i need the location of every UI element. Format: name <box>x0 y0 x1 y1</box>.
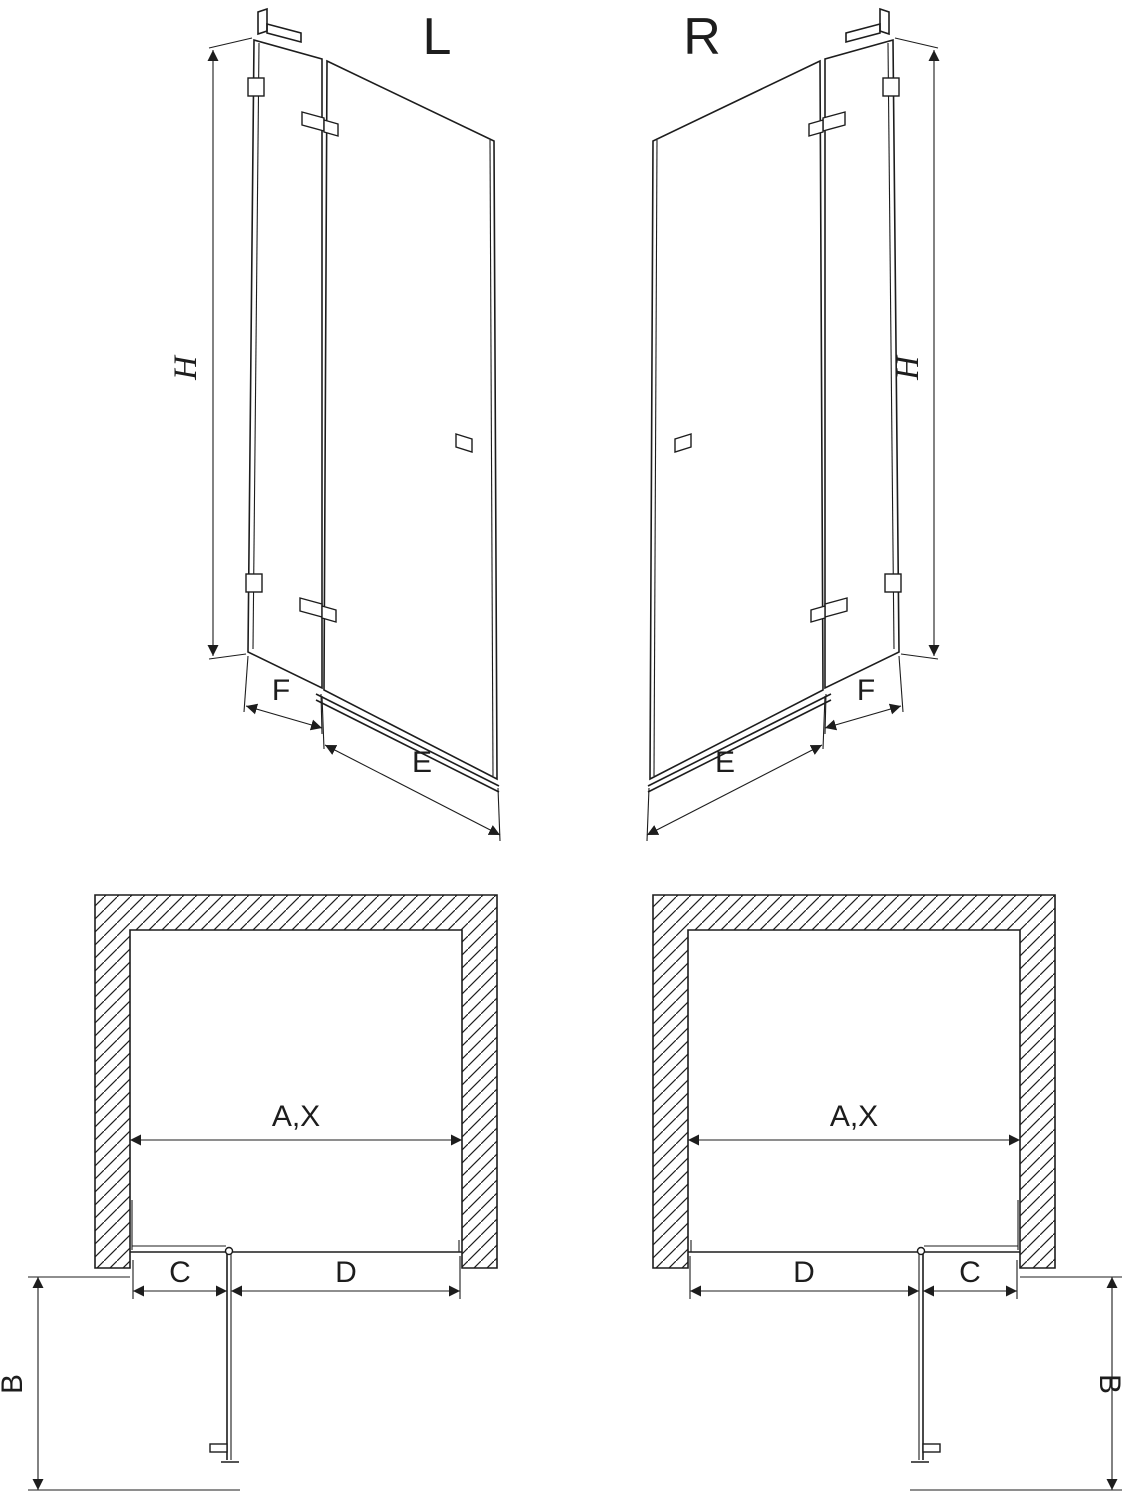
dimension-fixed-width-right: F <box>824 655 904 735</box>
fixed-glass-panel <box>247 38 323 690</box>
top-wall-profile <box>266 22 302 44</box>
door-plan-left <box>130 1200 462 1463</box>
label-door-width: E <box>715 746 735 779</box>
label-opening-width: A,X <box>830 1100 878 1133</box>
bottom-rail <box>647 699 832 793</box>
door-handle <box>455 433 473 453</box>
hinge-pivot <box>224 1246 234 1256</box>
label-door-panel: D <box>793 1256 815 1289</box>
hinge-detail <box>299 597 323 618</box>
bottom-rail <box>315 699 500 793</box>
dimension-height-left: H <box>168 37 253 660</box>
hinge-detail <box>808 119 824 137</box>
dimension-opening-right: A,X <box>688 1100 1020 1146</box>
dimension-height-right: H <box>890 37 940 660</box>
dimension-door-panel-right: D <box>689 1256 919 1299</box>
label-door-width: E <box>412 746 432 779</box>
hinge-detail <box>301 111 325 132</box>
fixed-panel-edge <box>887 42 895 650</box>
label-opening-width: A,X <box>272 1100 320 1133</box>
door-handle <box>674 433 692 453</box>
dimension-hinge-side-right: C <box>923 1256 1018 1299</box>
variant-label-left: L <box>423 8 452 66</box>
label-swing-depth: B <box>1093 1374 1126 1394</box>
perspective-view-right: H F E <box>646 7 940 842</box>
hinge-detail <box>824 597 848 618</box>
hinge-detail <box>323 119 339 137</box>
label-swing-depth: B <box>0 1374 29 1394</box>
plan-view-right: A,X D C B <box>652 894 1126 1491</box>
hatched-wall <box>652 894 1056 1269</box>
label-fixed-width: F <box>857 674 875 707</box>
dimension-door-width-right: E <box>646 695 826 842</box>
dimension-door-panel-left: D <box>231 1256 461 1299</box>
wall-clamp <box>245 573 263 593</box>
dimension-door-width-left: E <box>321 695 501 842</box>
dimension-fixed-width-left: F <box>243 655 323 735</box>
hinge-pivot <box>916 1246 926 1256</box>
wall-clamp <box>884 573 902 593</box>
door-handle-plan <box>209 1443 228 1453</box>
bottom-rail <box>315 693 500 787</box>
label-fixed-width: F <box>272 674 290 707</box>
dimension-swing-depth-left: B <box>0 1276 240 1491</box>
perspective-view-left: H F E <box>168 7 501 842</box>
door-edge-line <box>653 139 658 777</box>
hatched-wall <box>94 894 498 1269</box>
hinge-detail <box>810 605 826 623</box>
door-glass-panel <box>323 59 498 781</box>
hinge-detail <box>321 605 337 623</box>
door-glass-panel <box>649 59 824 781</box>
door-handle-plan <box>922 1443 941 1453</box>
label-hinge-side: C <box>959 1256 981 1289</box>
label-height: H <box>168 354 204 381</box>
bottom-rail <box>647 693 832 787</box>
plan-view-left: A,X C D B <box>0 894 498 1491</box>
label-height: H <box>890 354 926 381</box>
hinge-detail <box>822 111 846 132</box>
fixed-glass-panel <box>824 38 900 690</box>
top-wall-profile <box>845 22 881 44</box>
door-edge-line <box>489 139 494 777</box>
variant-label-right: R <box>683 8 721 66</box>
wall-clamp <box>247 77 265 97</box>
dimension-swing-depth-right: B <box>910 1276 1126 1491</box>
wall-clamp <box>882 77 900 97</box>
dimension-opening-left: A,X <box>130 1100 462 1146</box>
dimension-hinge-side-left: C <box>132 1256 227 1299</box>
label-hinge-side: C <box>169 1256 191 1289</box>
fixed-panel-edge <box>252 42 260 650</box>
label-door-panel: D <box>335 1256 357 1289</box>
top-wall-profile <box>257 7 268 36</box>
top-wall-profile <box>879 7 890 36</box>
door-plan-right <box>688 1200 1020 1463</box>
